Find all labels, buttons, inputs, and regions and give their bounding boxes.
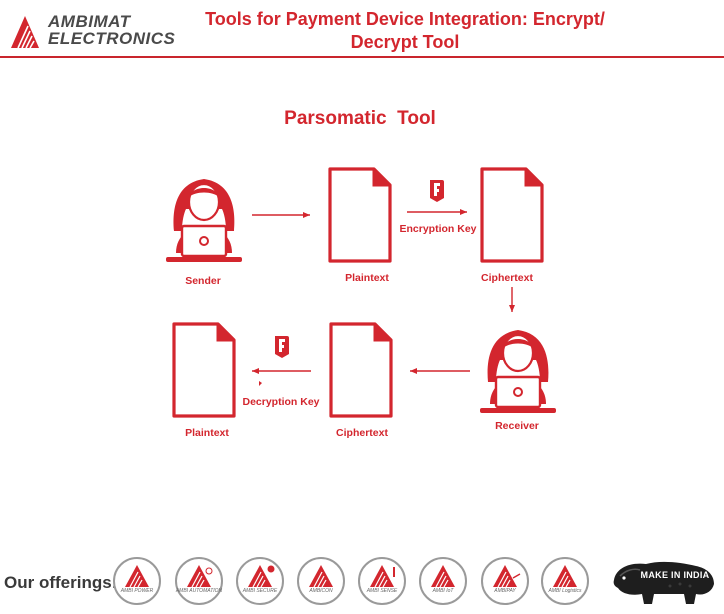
- header-divider: [0, 56, 724, 58]
- page-title: Tools for Payment Device Integration: En…: [175, 8, 635, 54]
- badge-label: AMBI SENSE: [366, 588, 398, 594]
- ciphertext-top-label: Ciphertext: [481, 272, 533, 284]
- diagram-title: Parsomatic Tool: [284, 108, 436, 129]
- decryption-key-icon: [275, 336, 289, 358]
- plaintext-top-label: Plaintext: [345, 272, 389, 284]
- ambi-automation-icon: [175, 557, 223, 605]
- offerings-label: Our offerings:: [4, 573, 118, 592]
- logo-line-2: ELECTRONICS: [48, 29, 176, 48]
- receiver-person-laptop-icon: [478, 328, 558, 415]
- badge-ambi-logistics[interactable]: AMBI Logistics: [540, 556, 590, 606]
- make-in-india-text: MAKE IN INDIA: [640, 570, 710, 580]
- plaintext-top-document-icon: [328, 167, 392, 263]
- sender-person-laptop-icon: [164, 177, 244, 264]
- badge-label: AMBIPAY: [494, 588, 516, 594]
- ambi-secure-icon: [236, 557, 284, 605]
- ciphertext-top-document-icon: [480, 167, 544, 263]
- badge-label: AMBI Logistics: [548, 588, 582, 594]
- logo-line-1: AMBIMAT: [48, 12, 131, 31]
- badge-label: AMBI AUTOMATION: [175, 588, 223, 594]
- badge-label: AMBI IoT: [432, 588, 454, 594]
- header: AMBIMAT ELECTRONICS Tools for Payment De…: [0, 0, 724, 58]
- lion-icon: [613, 561, 714, 604]
- decryption-key-label: Decryption Key: [242, 396, 319, 408]
- badge-ambi-sense[interactable]: AMBI SENSE: [357, 556, 407, 606]
- page-title-line-2: Decrypt Tool: [350, 32, 460, 52]
- badge-ambi-secure[interactable]: AMBI SECURE: [235, 556, 285, 606]
- ciphertext-bottom-label: Ciphertext: [336, 427, 388, 439]
- badge-label: AMBI POWER: [120, 588, 154, 594]
- encryption-key-icon: [430, 180, 444, 202]
- badge-ambipay[interactable]: AMBIPAY: [480, 556, 530, 606]
- badge-ambi-iot[interactable]: AMBI IoT: [418, 556, 468, 606]
- ambi-iot-icon: [419, 557, 467, 605]
- ambimat-logo: AMBIMAT ELECTRONICS: [8, 12, 175, 52]
- badge-ambicon[interactable]: AMBICON: [296, 556, 346, 606]
- sender-label: Sender: [185, 275, 221, 287]
- ambicon-icon: [297, 557, 345, 605]
- ambi-power-icon: [113, 557, 161, 605]
- plaintext-bottom-label: Plaintext: [185, 427, 229, 439]
- badge-ambi-automation[interactable]: AMBI AUTOMATION: [174, 556, 224, 606]
- encryption-key-label: Encryption Key: [399, 223, 476, 235]
- badge-label: AMBICON: [309, 588, 333, 594]
- small-marker: [259, 381, 262, 386]
- make-in-india-logo: MAKE IN INDIA: [610, 556, 718, 608]
- page-title-line-1: Tools for Payment Device Integration: En…: [205, 9, 605, 29]
- ambi-logistics-icon: [541, 557, 589, 605]
- badge-label: AMBI SECURE: [242, 588, 278, 594]
- ciphertext-bottom-document-icon: [329, 322, 393, 418]
- receiver-label: Receiver: [495, 420, 539, 432]
- ambipay-icon: [481, 557, 529, 605]
- ambi-sense-icon: [358, 557, 406, 605]
- badge-ambi-power[interactable]: AMBI POWER: [112, 556, 162, 606]
- plaintext-bottom-document-icon: [172, 322, 236, 418]
- ambimat-logo-icon: [11, 16, 39, 49]
